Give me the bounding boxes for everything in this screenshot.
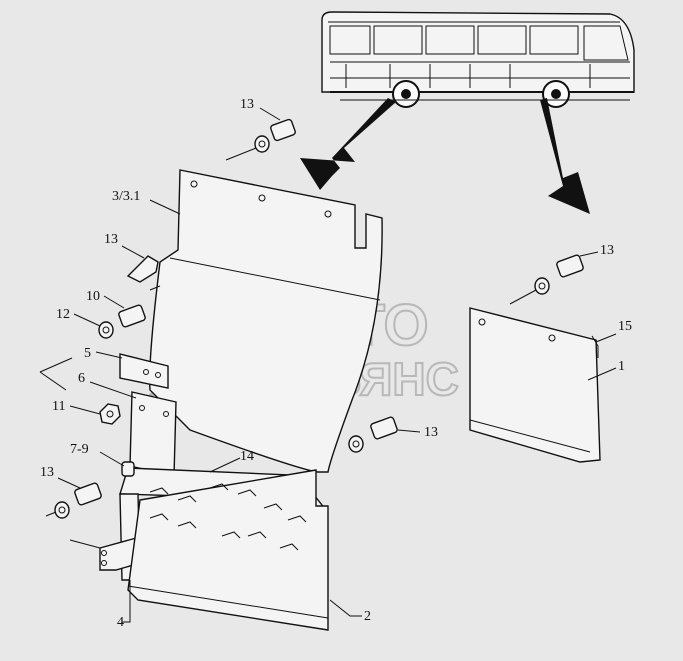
nut-11: [99, 403, 121, 425]
washer-12: [98, 321, 114, 339]
bolt-13-tapping: [126, 255, 159, 283]
bolt-13-top: [254, 118, 296, 153]
callout-12: 12: [56, 307, 70, 322]
mud-flap-1: [469, 307, 601, 463]
callout-13-tapping: 13: [104, 232, 118, 247]
callout-13-right: 13: [600, 243, 614, 258]
callout-7-9: 7-9: [70, 442, 89, 457]
callout-13-top: 13: [240, 97, 254, 112]
callout-2: 2: [364, 609, 371, 624]
mudguard-panel-3: [149, 169, 383, 473]
callout-6: 6: [78, 371, 85, 386]
callout-13-left: 13: [40, 465, 54, 480]
callout-4: 4: [117, 615, 124, 630]
bolt-10: [118, 304, 146, 328]
callout-3: 3/3.1: [112, 189, 140, 204]
bus-illustration: [321, 11, 635, 108]
callout-10: 10: [86, 289, 100, 304]
callout-11: 11: [52, 399, 65, 414]
callout-5: 5: [84, 346, 91, 361]
bolt-7-9: [121, 461, 135, 477]
bolt-13-mid: [348, 416, 398, 453]
plate-6: [129, 391, 177, 477]
bolt-13-right: [534, 254, 584, 295]
leader-lines: [39, 107, 617, 623]
callout-15: 15: [618, 319, 632, 334]
callout-13-mid: 13: [424, 425, 438, 440]
arrow-right-wheel: [540, 98, 590, 214]
callout-14: 14: [240, 449, 254, 464]
arrow-left-wheel: [300, 98, 396, 190]
callout-1: 1: [618, 359, 625, 374]
bolt-13-left: [54, 482, 102, 519]
